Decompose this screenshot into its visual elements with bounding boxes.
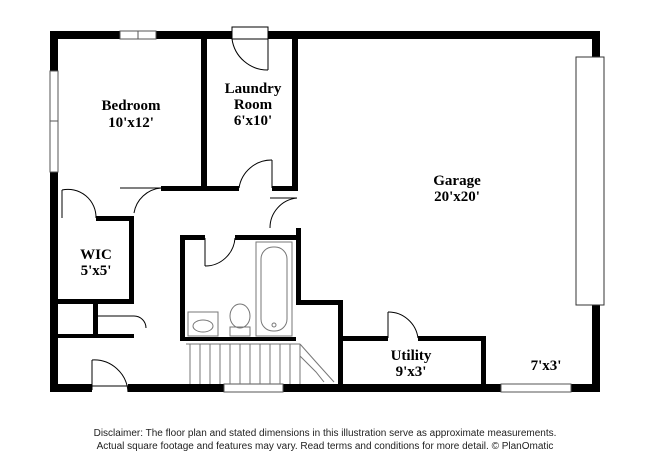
wic-name: WIC [80,247,112,263]
bottom-wall-2 [128,384,224,392]
toilet [229,303,251,337]
exterior-walls [50,31,600,392]
bath-bottom-wall [180,337,296,341]
staircase [186,343,335,384]
bath-fixtures [187,241,293,337]
right-wall-top [592,31,600,57]
laundry-bottom-wall-b [272,186,298,191]
garage-left-wall [296,228,301,302]
stair-wall-top [296,300,342,305]
floor-plan: Bedroom 10'x12' Laundry Room 6'x10' Gara… [49,26,605,393]
closet-door [98,315,147,329]
utility-top-wall-a [338,336,388,341]
bath-left-wall [180,235,185,340]
windows [49,30,572,393]
bedroom-laundry-wall [201,39,207,189]
laundry-garage-wall [292,39,298,189]
bedroom-name: Bedroom [102,98,161,114]
disclaimer-line-1: Disclaimer: The floor plan and stated di… [93,428,557,439]
disclaimer-line-2: Actual square footage and features may v… [96,441,554,452]
wic-right-wall [129,216,134,304]
storage-size: 7'x3' [531,358,562,374]
bottom-wall-1 [50,384,92,392]
closet-bottom-wall [58,334,134,338]
doors [61,26,419,393]
right-wall-bottom [592,305,600,392]
stair-wall-right [338,300,343,384]
top-wall-right [268,31,600,39]
laundry-exterior-door [231,26,269,71]
garage-door [575,56,605,306]
left-wall-bottom [50,172,58,392]
interior-walls [58,39,486,384]
bottom-wall-3 [283,384,501,392]
garage-hall-door [269,197,298,229]
bathtub [255,241,293,337]
garage-size: 20'x20' [434,189,480,205]
utility-door [387,311,419,339]
bottom-wall-4 [571,384,600,392]
bath-door [204,237,236,267]
top-wall-left [50,31,120,39]
bedroom-size: 10'x12' [108,115,154,131]
laundry-door [238,159,273,189]
sink [187,311,219,337]
bedroom-door [120,187,162,214]
wic-top-wall [96,216,134,221]
laundry-size: 6'x10' [234,113,272,129]
disclaimer: Disclaimer: The floor plan and stated di… [0,427,650,453]
top-wall-mid [156,31,232,39]
bedroom-bottom-wall [161,186,207,191]
left-wall-top [50,31,58,71]
wic-size: 5'x5' [81,263,112,279]
garage-name: Garage [433,173,481,189]
laundry-name-line1: Laundry [225,81,282,97]
laundry-bottom-wall-a [207,186,239,191]
bath-top-wall-b [235,235,301,240]
bath-top-wall-a [180,235,205,240]
front-door [91,359,129,393]
closet-left-wall [93,299,98,337]
window-storage-bottom [500,383,572,393]
utility-size: 9'x3' [396,364,427,380]
utility-right-wall [481,336,486,384]
wic-door [61,188,97,219]
laundry-name-line2: Room [234,97,273,113]
utility-top-wall-b [418,336,486,341]
utility-name: Utility [391,348,432,364]
window-hall-bottom [223,383,284,393]
